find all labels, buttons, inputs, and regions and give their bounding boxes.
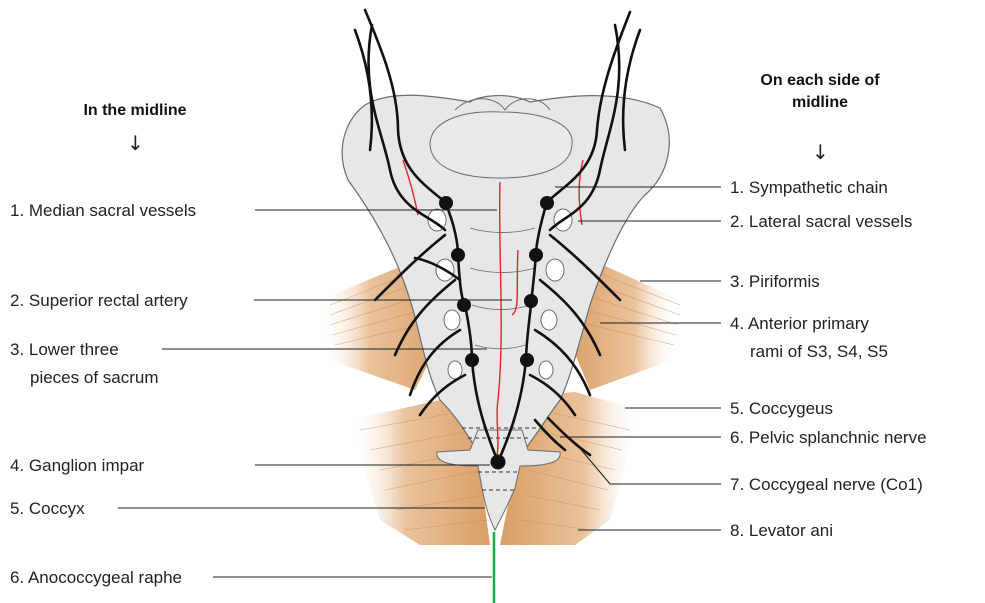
- label-lateral-sacral-vessels: 2. Lateral sacral vessels: [730, 211, 912, 232]
- label-anterior-primary-line2: rami of S3, S4, S5: [750, 341, 888, 362]
- label-sympathetic-chain: 1. Sympathetic chain: [730, 177, 888, 198]
- label-coccygeal-nerve: 7. Coccygeal nerve (Co1): [730, 474, 923, 495]
- label-anococcygeal-raphe: 6. Anococcygeal raphe: [10, 567, 182, 588]
- label-coccyx: 5. Coccyx: [10, 498, 85, 519]
- label-pelvic-splanchnic-nerve: 6. Pelvic splanchnic nerve: [730, 427, 927, 448]
- label-ganglion-impar: 4. Ganglion impar: [10, 455, 144, 476]
- label-anterior-primary-line1: 4. Anterior primary: [730, 313, 869, 334]
- label-piriformis: 3. Piriformis: [730, 271, 820, 292]
- ganglion-impar-dot: [491, 455, 506, 470]
- label-lower-three-line2: pieces of sacrum: [30, 367, 159, 388]
- label-median-sacral-vessels: 1. Median sacral vessels: [10, 200, 196, 221]
- each-side-heading: On each side of midline: [725, 70, 915, 114]
- label-levator-ani: 8. Levator ani: [730, 520, 833, 541]
- label-lower-three-line1: 3. Lower three: [10, 339, 119, 360]
- midline-arrow-icon: ↓: [127, 133, 144, 153]
- label-coccygeus: 5. Coccygeus: [730, 398, 833, 419]
- label-superior-rectal-artery: 2. Superior rectal artery: [10, 290, 188, 311]
- each-side-heading-line1: On each side of: [760, 72, 879, 89]
- midline-heading: In the midline: [60, 100, 210, 122]
- each-side-heading-line2: midline: [792, 94, 848, 111]
- each-side-arrow-icon: ↓: [812, 142, 829, 162]
